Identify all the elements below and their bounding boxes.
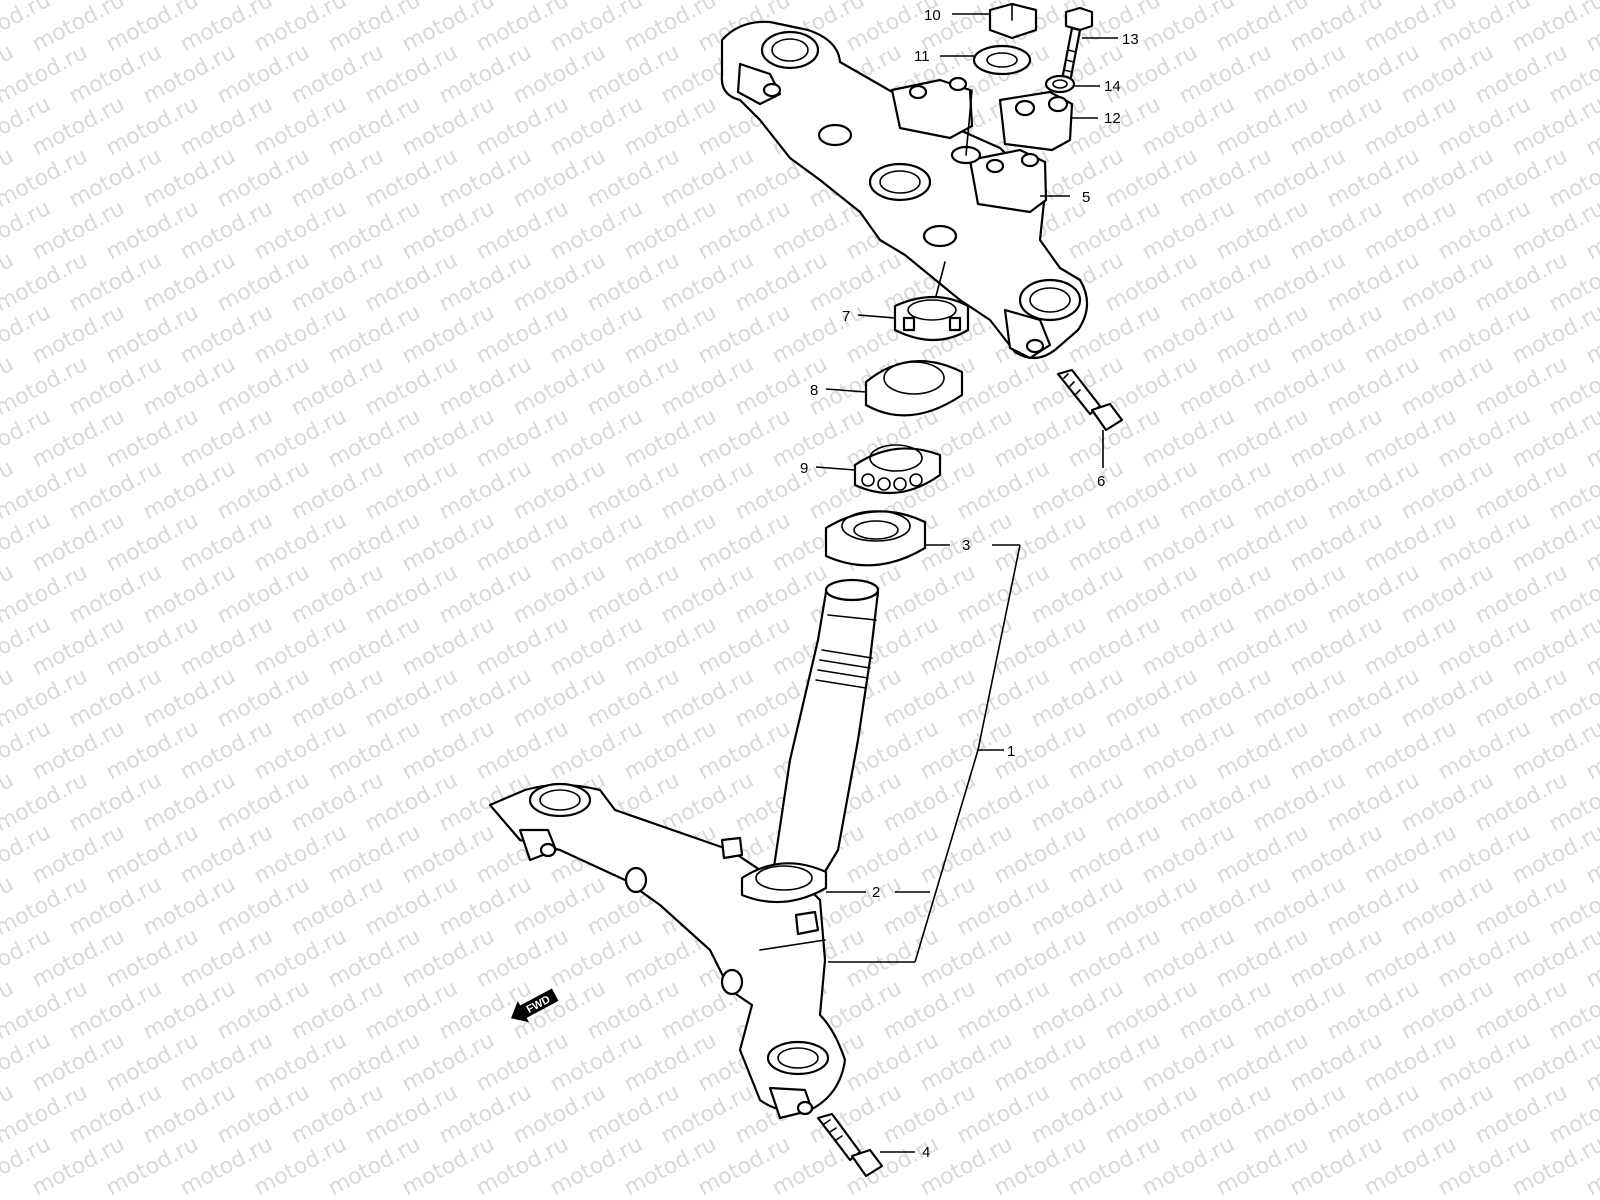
callout-12: 12 (1104, 110, 1121, 127)
callout-9: 9 (800, 460, 808, 477)
callout-11: 11 (914, 48, 930, 65)
upper-bracket-part-5 (720, 20, 1089, 360)
callout-8: 8 (810, 382, 818, 399)
callout-13: 13 (1122, 31, 1139, 48)
callout-1: 1 (1007, 743, 1015, 760)
callout-14: 14 (1104, 78, 1121, 95)
dust-seal-part-8 (864, 360, 964, 417)
stem-nut-part-10 (988, 2, 1038, 40)
bearing-part-9 (853, 444, 942, 495)
handlebar-holder-part-12 (998, 90, 1074, 152)
callout-7: 7 (842, 308, 850, 325)
callout-10: 10 (924, 7, 941, 24)
lower-bearing-part-3 (824, 510, 927, 567)
bolt-part-13 (1060, 6, 1094, 84)
leader-lines (815, 13, 1118, 1153)
washer-part-11 (972, 44, 1032, 76)
steering-stem-nut-part-7 (893, 296, 970, 341)
bolt-part-4 (816, 1112, 884, 1178)
callout-6: 6 (1097, 473, 1105, 490)
callout-4: 4 (922, 1144, 930, 1161)
arrow-left-icon (511, 988, 559, 1023)
callout-2: 2 (872, 884, 880, 901)
callout-labels: 10 11 13 14 12 5 7 8 9 6 3 1 2 4 (800, 7, 1139, 1161)
lock-washer-part-14 (1044, 74, 1076, 94)
bolt-part-6 (1056, 368, 1124, 432)
seal-part-2 (740, 862, 828, 904)
callout-5: 5 (1082, 189, 1090, 206)
callout-3: 3 (962, 537, 970, 554)
steering-stem-lower-bracket-part-1 (488, 578, 880, 1120)
